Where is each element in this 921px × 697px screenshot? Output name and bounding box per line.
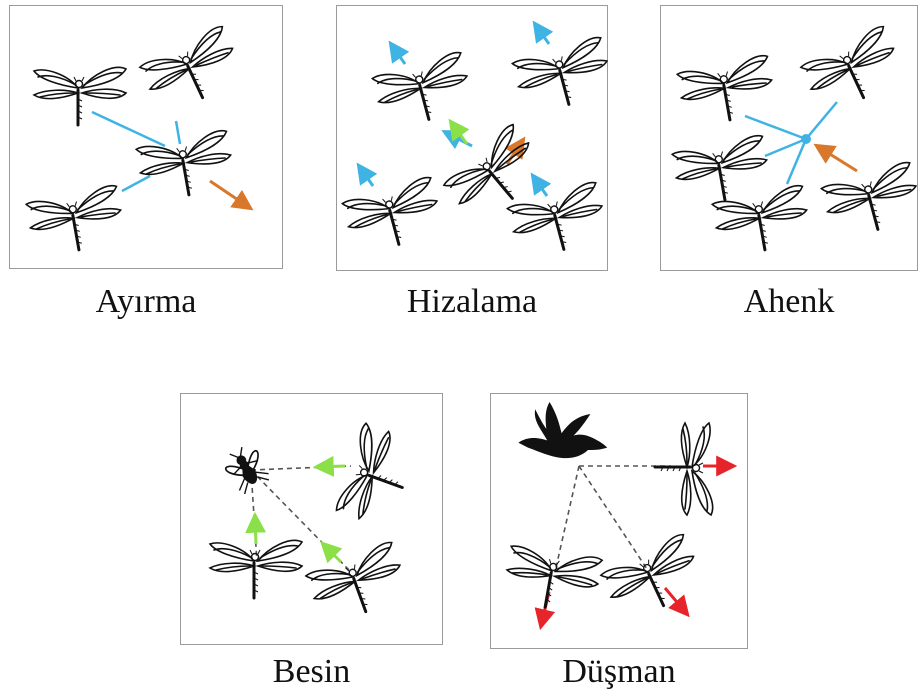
- dragonfly-icon: [24, 183, 128, 259]
- dragonfly-icon: [653, 421, 715, 517]
- food-attraction-arrow: [245, 511, 267, 545]
- separation-neighbor-line: [91, 110, 166, 148]
- dragonfly-icon: [303, 539, 413, 629]
- cohesion-steer-arrow: [813, 143, 858, 173]
- cohesion-diagram: [670, 23, 921, 259]
- enemy-panel: [490, 393, 748, 649]
- food-attraction-arrow: [320, 541, 343, 564]
- dragonfly-icon: [670, 133, 774, 209]
- cohesion-neighbor-line: [805, 101, 838, 140]
- food-diagram: [208, 421, 421, 629]
- enemy-repulsion-arrow: [663, 587, 690, 618]
- cohesion-neighbor-line: [785, 138, 808, 185]
- dragonfly-icon: [710, 183, 814, 259]
- cohesion-center-point: [801, 134, 811, 144]
- cohesion-caption: Ahenk: [743, 283, 835, 320]
- dragonfly-icon: [136, 23, 248, 118]
- food-attraction-arrow: [312, 455, 346, 477]
- separation-caption: Ayırma: [95, 283, 197, 320]
- cohesion-panel: [660, 5, 921, 271]
- bird-icon: [518, 402, 608, 459]
- separation-steer-arrow: [209, 179, 254, 211]
- alignment-heading-arrow: [388, 40, 410, 65]
- dragonfly-icon: [500, 541, 604, 617]
- separation-neighbor-line: [174, 120, 182, 145]
- alignment-diagram: [339, 20, 617, 263]
- cohesion-neighbor-line: [744, 114, 807, 141]
- enemy-caption: Düşman: [562, 653, 676, 690]
- dragonfly-icon: [509, 34, 617, 118]
- dragonfly-icon: [331, 421, 421, 531]
- alignment-average-arrow: [448, 118, 470, 145]
- food-panel: [180, 393, 443, 645]
- separation-diagram: [24, 23, 254, 259]
- dragonfly-icon: [797, 23, 909, 118]
- food-caption: Besin: [272, 653, 351, 690]
- separation-neighbor-line: [121, 174, 151, 193]
- dragonfly-icon: [597, 531, 709, 626]
- enemy-distance-line: [554, 465, 580, 573]
- dragonfly-icon: [369, 49, 477, 133]
- dragonfly-icon: [675, 53, 779, 129]
- alignment-caption: Hizalama: [406, 283, 538, 320]
- enemy-diagram: [500, 402, 738, 631]
- alignment-heading-arrow: [530, 172, 552, 197]
- dragonfly-icon: [339, 174, 447, 258]
- dragonfly-icon: [504, 179, 612, 263]
- alignment-heading-arrow: [356, 162, 378, 187]
- cohesion-neighbor-line: [764, 137, 807, 158]
- dragonfly-icon: [208, 538, 304, 600]
- dragonfly-icon: [32, 65, 128, 127]
- dragonfly-icon: [818, 159, 921, 243]
- separation-panel: [9, 5, 283, 269]
- alignment-heading-arrow: [532, 20, 554, 45]
- alignment-panel: [336, 5, 617, 271]
- enemy-distance-line: [578, 465, 650, 573]
